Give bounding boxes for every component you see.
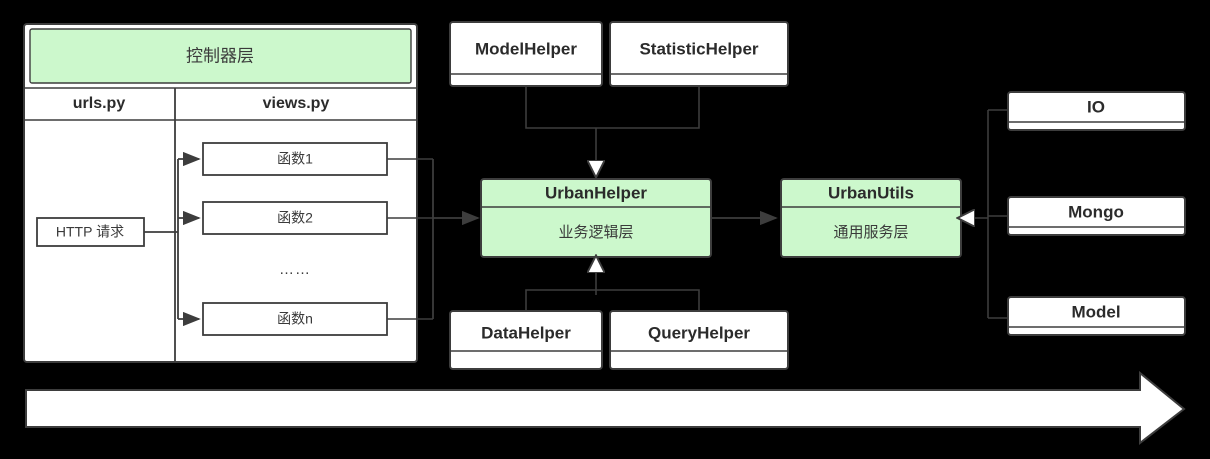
core-title-urbanhelper: UrbanHelper bbox=[545, 183, 647, 202]
http-request-label: HTTP 请求 bbox=[56, 224, 124, 240]
module-box-mongo: Mongo bbox=[1007, 196, 1186, 236]
module-box-io: IO bbox=[1007, 91, 1186, 131]
column-header-urls: urls.py bbox=[73, 95, 126, 112]
helper-label-queryhelper: QueryHelper bbox=[648, 323, 750, 342]
top-helper-bus bbox=[525, 86, 700, 129]
helper-box-datahelper: DataHelper bbox=[449, 310, 603, 370]
controller-header-box bbox=[29, 28, 412, 84]
helper-label-statistichelper: StatisticHelper bbox=[639, 39, 758, 58]
module-label-io: IO bbox=[1087, 97, 1105, 116]
controller-panel: 控制器层 urls.py views.py HTTP 请求 函数1 函数2 ……… bbox=[23, 23, 434, 363]
function-label-1: 函数1 bbox=[277, 151, 313, 167]
function-label-n: 函数n bbox=[277, 311, 313, 327]
core-subtitle-urbanutils: 通用服务层 bbox=[833, 224, 908, 241]
helper-box-modelhelper: ModelHelper bbox=[449, 21, 603, 87]
helper-label-modelhelper: ModelHelper bbox=[475, 39, 577, 58]
module-box-model: Model bbox=[1007, 296, 1186, 336]
controller-header-label: 控制器层 bbox=[186, 46, 254, 65]
helper-label-datahelper: DataHelper bbox=[481, 323, 571, 342]
helper-box-statistichelper: StatisticHelper bbox=[609, 21, 789, 87]
module-label-model: Model bbox=[1071, 302, 1120, 321]
core-box-urbanutils: UrbanUtils 通用服务层 bbox=[780, 178, 962, 258]
function-box-2: 函数2 bbox=[202, 201, 388, 235]
bottom-flow-arrow bbox=[25, 370, 1186, 446]
module-label-mongo: Mongo bbox=[1068, 202, 1124, 221]
function-label-2: 函数2 bbox=[277, 210, 313, 226]
column-header-views: views.py bbox=[263, 95, 330, 112]
core-subtitle-urbanhelper: 业务逻辑层 bbox=[558, 224, 633, 241]
function-box-1: 函数1 bbox=[202, 142, 388, 176]
bottom-helper-bus bbox=[525, 289, 700, 311]
core-title-urbanutils: UrbanUtils bbox=[828, 183, 914, 202]
helper-box-queryhelper: QueryHelper bbox=[609, 310, 789, 370]
function-ellipsis: …… bbox=[279, 261, 311, 278]
core-box-urbanhelper: UrbanHelper 业务逻辑层 bbox=[480, 178, 712, 258]
function-box-n: 函数n bbox=[202, 302, 388, 336]
